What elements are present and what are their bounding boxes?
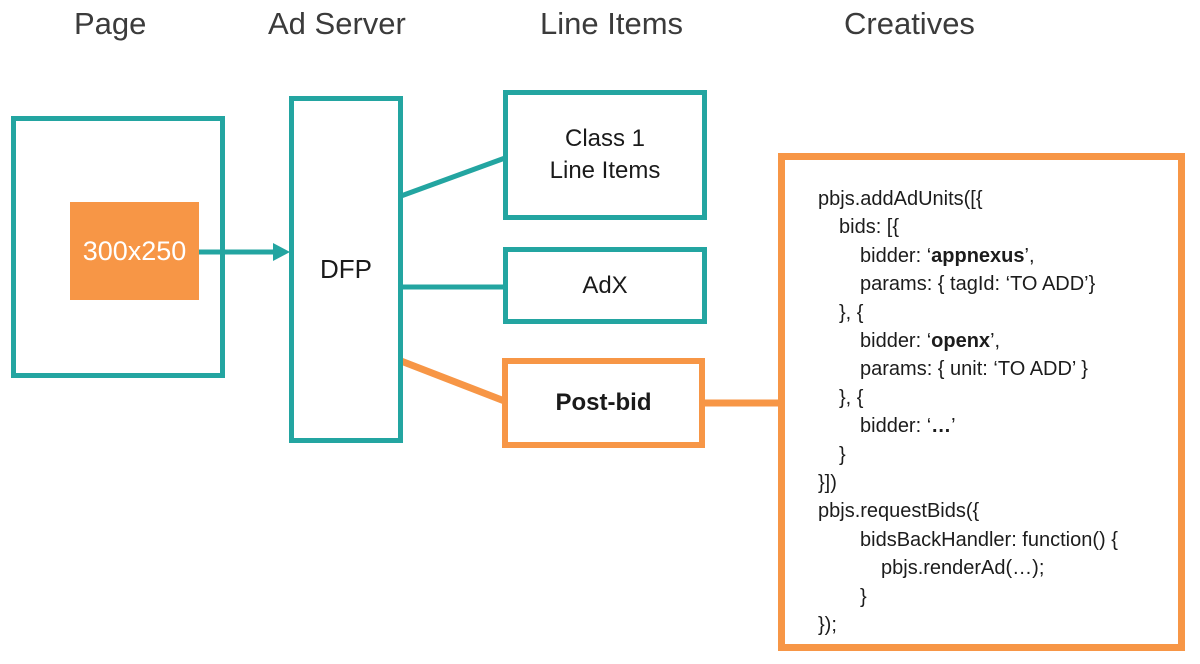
code-line: pbjs.renderAd(…);: [818, 554, 1168, 582]
code-segment: bidsBackHandler: function() {: [860, 528, 1118, 551]
code-segment: bidder: ‘: [860, 244, 932, 267]
code-line: bidsBackHandler: function() {: [818, 526, 1168, 554]
code-line: pbjs.addAdUnits([{: [818, 185, 1168, 213]
code-segment: bidder: ‘: [860, 415, 932, 438]
code-segment: }: [839, 443, 846, 466]
code-segment: }, {: [839, 301, 864, 324]
header-page: Page: [74, 6, 147, 41]
postbid-label: Post-bid: [555, 389, 652, 416]
code-segment: pbjs.addAdUnits([{: [818, 188, 983, 210]
code-segment: …: [931, 415, 952, 438]
code-segment: ’: [951, 415, 956, 438]
code-line: params: { tagId: ‘TO ADD’}: [818, 270, 1168, 298]
code-line: }, {: [818, 299, 1168, 327]
class1-line-items-box: Class 1 Line Items: [503, 90, 707, 220]
class1-label-line1: Class 1: [564, 125, 646, 152]
code-segment: }]): [818, 472, 837, 495]
adx-label: AdX: [582, 271, 628, 299]
connector-dfp-to-postbid: [399, 357, 509, 406]
code-segment: params: { tagId: ‘TO ADD’}: [860, 273, 1096, 296]
code-line: bidder: ‘openx’,: [818, 327, 1168, 355]
code-segment: pbjs.renderAd(…);: [881, 557, 1045, 580]
dfp-box: DFP: [289, 96, 403, 443]
code-line: }, {: [818, 384, 1168, 412]
code-segment: pbjs.requestBids({: [818, 500, 980, 523]
code-segment: bids: [{: [839, 216, 900, 239]
class1-label: Class 1 Line Items: [550, 123, 661, 187]
code-segment: });: [818, 614, 837, 637]
code-line: }: [818, 441, 1168, 469]
class1-label-line2: Line Items: [549, 157, 661, 184]
code-line: bids: [{: [818, 213, 1168, 241]
code-line: bidder: ‘appnexus’,: [818, 242, 1168, 270]
code-segment: ’,: [990, 330, 1001, 353]
header-ad-server: Ad Server: [268, 6, 406, 41]
code-box: pbjs.addAdUnits([{bids: [{bidder: ‘appne…: [778, 153, 1185, 651]
dfp-label: DFP: [320, 254, 372, 284]
code-line: });: [818, 611, 1168, 639]
header-line-items: Line Items: [540, 6, 684, 41]
code-line: }: [818, 583, 1168, 611]
postbid-box: Post-bid: [502, 358, 705, 448]
ad-slot-300x250: 300x250: [70, 202, 199, 300]
adx-box: AdX: [503, 247, 707, 324]
code-segment: bidder: ‘: [860, 330, 932, 353]
code-segment: params: { unit: ‘TO ADD’ }: [860, 358, 1088, 381]
header-creatives: Creatives: [844, 6, 975, 41]
arrow-ad-slot-to-dfp-head: [273, 243, 290, 261]
code-segment: }, {: [839, 386, 864, 409]
connector-dfp-to-class1: [400, 155, 506, 199]
code-line: }]): [818, 469, 1168, 497]
code-content: pbjs.addAdUnits([{bids: [{bidder: ‘appne…: [818, 185, 1168, 640]
code-line: bidder: ‘…’: [818, 412, 1168, 440]
code-segment: }: [860, 585, 867, 608]
code-segment: openx: [931, 330, 991, 353]
code-line: params: { unit: ‘TO ADD’ }: [818, 355, 1168, 383]
ad-slot-label: 300x250: [82, 235, 187, 266]
code-segment: ’,: [1024, 244, 1035, 267]
code-line: pbjs.requestBids({: [818, 497, 1168, 525]
code-segment: appnexus: [931, 244, 1025, 267]
